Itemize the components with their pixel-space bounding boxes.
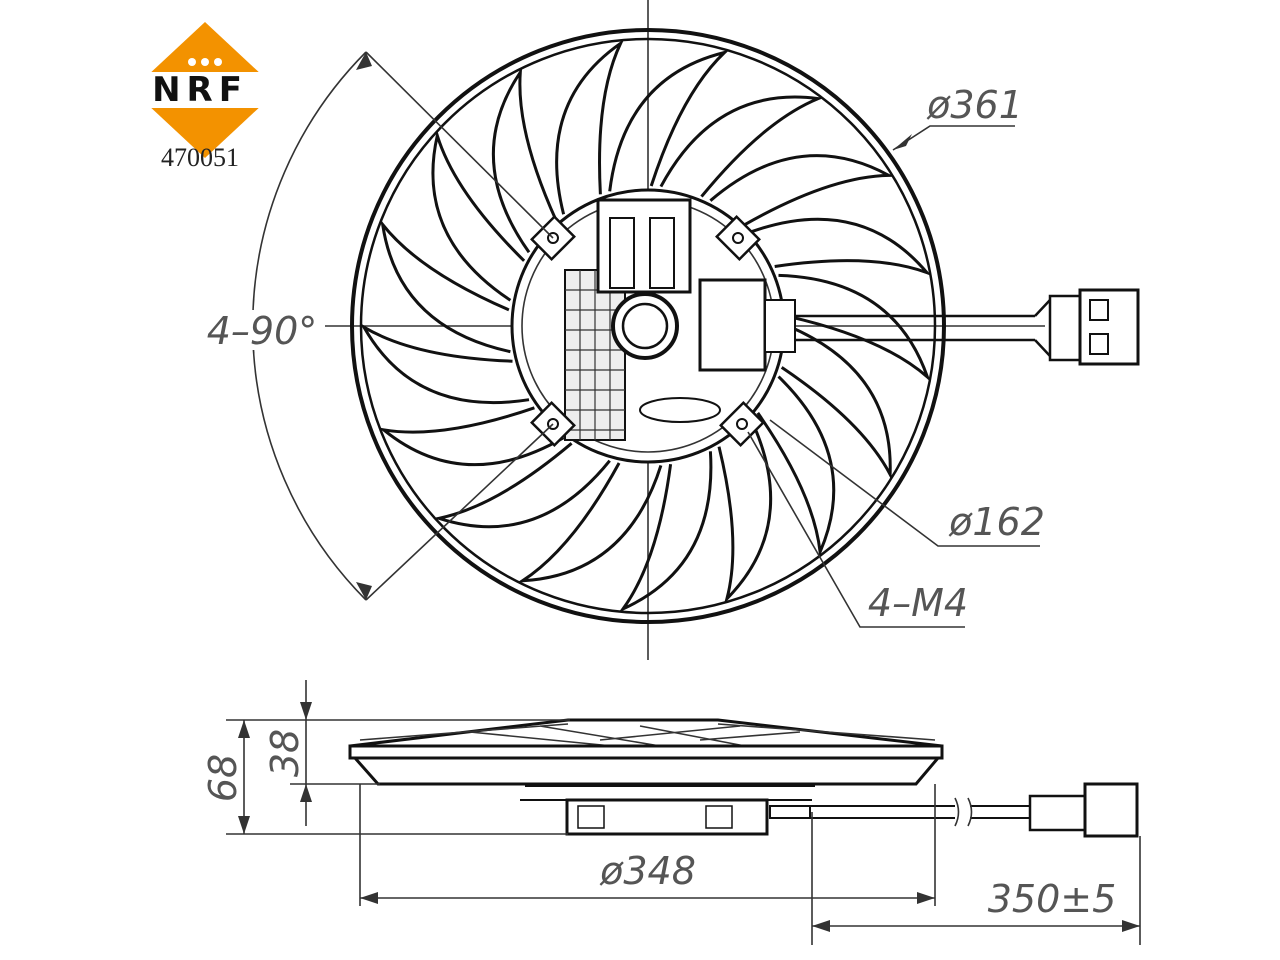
- motor-diameter-leader: [769, 419, 1040, 547]
- fan-blade: [756, 375, 836, 558]
- part-number: 470051: [161, 143, 239, 172]
- motor-connector-housing: [698, 278, 767, 372]
- outer-diameter-label: ø361: [926, 83, 1023, 127]
- fan-diameter-dimension: [359, 784, 936, 906]
- total-height-label: 68: [201, 754, 245, 802]
- fan-blade: [778, 273, 931, 382]
- outer-diameter-leader: [892, 125, 1015, 151]
- fan-blade: [659, 95, 824, 198]
- power-cable-front: [795, 288, 1140, 366]
- height-dimensions: [226, 680, 570, 835]
- logo-band: [120, 72, 280, 108]
- side-plug-connector: [1083, 782, 1139, 838]
- fan-side-view: [348, 718, 1139, 838]
- fan-blade: [359, 323, 530, 405]
- fan-blade: [555, 38, 625, 215]
- fan-shroud-ring: [350, 28, 946, 624]
- fan-blade: [709, 154, 895, 227]
- fan-blade: [780, 324, 892, 481]
- screws-label: 4–M4: [868, 581, 968, 625]
- fan-blade: [378, 406, 565, 467]
- logo-text: NRF: [152, 70, 248, 110]
- cable-length-label: 350±5: [988, 877, 1117, 921]
- fan-blade: [433, 442, 611, 529]
- fan-blade: [717, 419, 773, 604]
- screws-leader: [747, 431, 965, 628]
- fan-blade: [491, 66, 558, 254]
- mount-pattern-label: 4–90°: [207, 309, 318, 353]
- fan-diameter-label: ø348: [599, 849, 696, 893]
- fan-blade: [608, 49, 730, 192]
- fan-blade: [431, 129, 526, 302]
- cable-length-dimension: [811, 812, 1141, 945]
- blade-height-label: 38: [263, 729, 307, 777]
- nrf-logo: NRF: [120, 22, 280, 158]
- fan-blade: [751, 217, 932, 276]
- fan-blades: [359, 38, 932, 613]
- fan-blade: [618, 451, 713, 613]
- motor-hub: [510, 188, 796, 464]
- fan-blade: [516, 462, 663, 583]
- motor-diameter-label: ø162: [948, 500, 1045, 544]
- fan-blade: [380, 219, 511, 354]
